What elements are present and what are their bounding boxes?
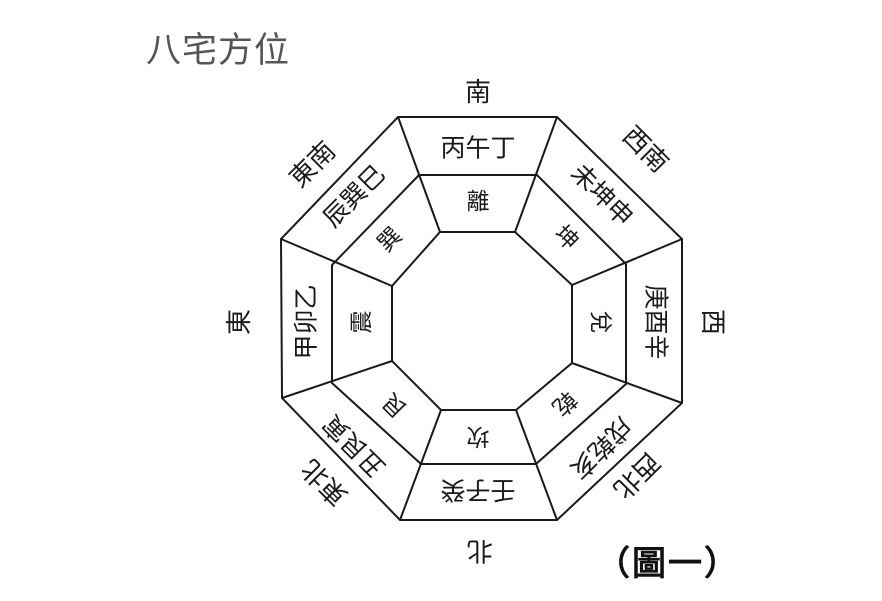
- mountain-south: 丙午丁: [440, 134, 515, 163]
- trigram-east: 震: [349, 311, 375, 334]
- outer-octagon: [279, 116, 683, 521]
- mountain-west: 庚酉辛: [642, 284, 671, 359]
- figure-caption: （圖一）: [596, 544, 740, 584]
- trigram-northeast: 艮: [378, 388, 413, 423]
- trigram-north: 坎: [467, 423, 490, 449]
- mountain-north: 壬子癸: [440, 476, 515, 505]
- middle-octagon: [331, 174, 627, 465]
- direction-north: 北: [467, 535, 493, 565]
- direction-west: 西: [697, 309, 727, 335]
- sector-dividers: [280, 116, 683, 521]
- trigram-northwest: 乾: [547, 386, 582, 421]
- trigram-south: 離: [467, 189, 490, 215]
- inner-octagon: [391, 231, 573, 411]
- direction-northeast: 東北: [296, 453, 354, 511]
- mountain-southwest: 未坤申: [565, 158, 639, 232]
- mountain-east: 甲卯乙: [292, 284, 321, 359]
- direction-east: 東: [225, 309, 255, 335]
- direction-southwest: 西南: [616, 121, 674, 179]
- trigram-west: 兌: [587, 311, 613, 334]
- trigram-southwest: 坤: [549, 221, 584, 256]
- direction-south: 南: [465, 78, 491, 108]
- page-title: 八宅方位: [146, 31, 291, 71]
- trigram-southeast: 巽: [373, 223, 408, 258]
